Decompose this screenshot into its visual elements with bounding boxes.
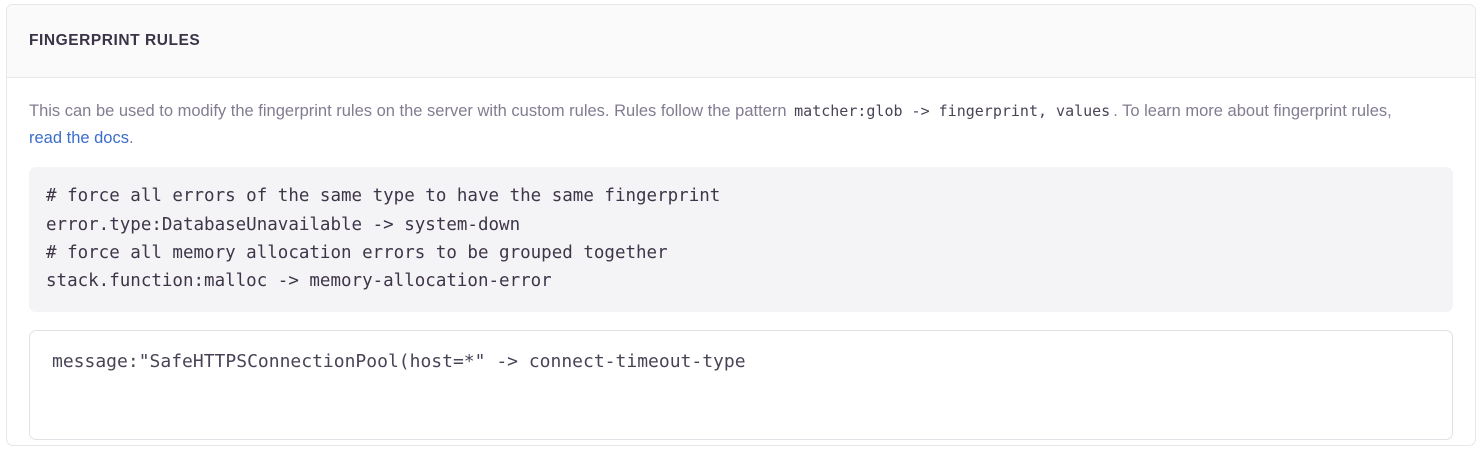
pattern-inline-code: matcher:glob -> fingerprint, values [794,102,1111,120]
read-the-docs-link[interactable]: read the docs [29,128,129,147]
example-rules-code-block: # force all errors of the same type to h… [29,167,1453,312]
description-text: This can be used to modify the fingerpri… [29,98,1409,151]
page-title: FINGERPRINT RULES [29,32,201,49]
panel-header: FINGERPRINT RULES [7,5,1475,78]
description-middle: . To learn more about fingerprint rules, [1113,102,1392,120]
panel-body: This can be used to modify the fingerpri… [7,78,1475,440]
description-lead: This can be used to modify the fingerpri… [29,102,787,120]
description-trailing: . [128,128,134,147]
fingerprint-rules-input[interactable] [29,329,1453,440]
fingerprint-rules-panel: FINGERPRINT RULES This can be used to mo… [6,4,1476,446]
